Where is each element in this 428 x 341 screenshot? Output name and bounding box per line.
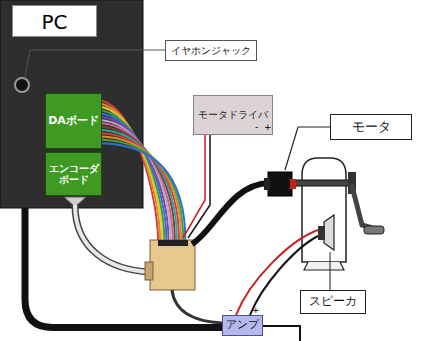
- earphone-cable: [25, 208, 222, 328]
- motor-cap: [264, 178, 270, 190]
- power-wire: [188, 133, 210, 238]
- speaker-housing: [302, 158, 346, 262]
- terminal-sign: -: [255, 123, 258, 132]
- pc-housing: [0, 0, 143, 208]
- terminal-sign: +: [264, 123, 272, 132]
- da-board: DAボード: [45, 93, 102, 149]
- ribbon-wire: [96, 136, 181, 240]
- signal-cable: [172, 290, 222, 323]
- interface-board: [150, 240, 195, 290]
- encoder-cable: [75, 205, 150, 272]
- speaker-base: [304, 262, 344, 270]
- motor-cable: [192, 183, 268, 244]
- speaker-magnet: [318, 226, 325, 240]
- node-label: イヤホンジャック: [171, 45, 251, 57]
- ribbon-cable: [96, 100, 185, 240]
- callout-box: イヤホンジャック: [165, 40, 257, 61]
- ribbon-wire: [96, 143, 185, 240]
- node-label: スピーカ: [309, 295, 357, 309]
- node-label: エンコーダボード: [48, 163, 99, 186]
- crank-grip: [364, 226, 384, 234]
- node-label: モータ: [352, 120, 391, 135]
- crank-handle: [352, 186, 372, 228]
- encoder-cable: [75, 205, 150, 272]
- ribbon-wire: [96, 140, 183, 240]
- node-label: モータドライバ: [198, 109, 268, 121]
- amp-box: アンプ: [222, 315, 263, 336]
- power-wire: [262, 326, 300, 341]
- callout-box: スピーカ: [300, 290, 366, 314]
- terminal-sign: -: [229, 306, 232, 315]
- crank-shaft: [292, 180, 354, 186]
- leader-line: [330, 252, 331, 290]
- node-label: アンプ: [226, 319, 259, 332]
- power-wire: [183, 133, 205, 238]
- callout-box: モータ: [330, 114, 412, 140]
- terminal-sign: +: [252, 306, 260, 315]
- motor-body: [268, 172, 292, 196]
- motor-coupling: [290, 179, 296, 189]
- board-connector: [145, 262, 153, 280]
- pc-housing: PC DAボードエンコーダボード: [0, 0, 143, 208]
- pc-title: PC: [12, 5, 97, 37]
- motor-driver-box: モータドライバ: [193, 95, 273, 135]
- leader-line: [285, 127, 330, 170]
- node-label: DAボード: [48, 115, 99, 128]
- speaker-cone: [324, 215, 334, 250]
- board-connector: [158, 240, 188, 246]
- encoder-board: エンコーダボード: [45, 152, 102, 196]
- leader-line: [25, 50, 165, 77]
- earphone-jack: [15, 78, 29, 92]
- cable-line: [25, 208, 222, 328]
